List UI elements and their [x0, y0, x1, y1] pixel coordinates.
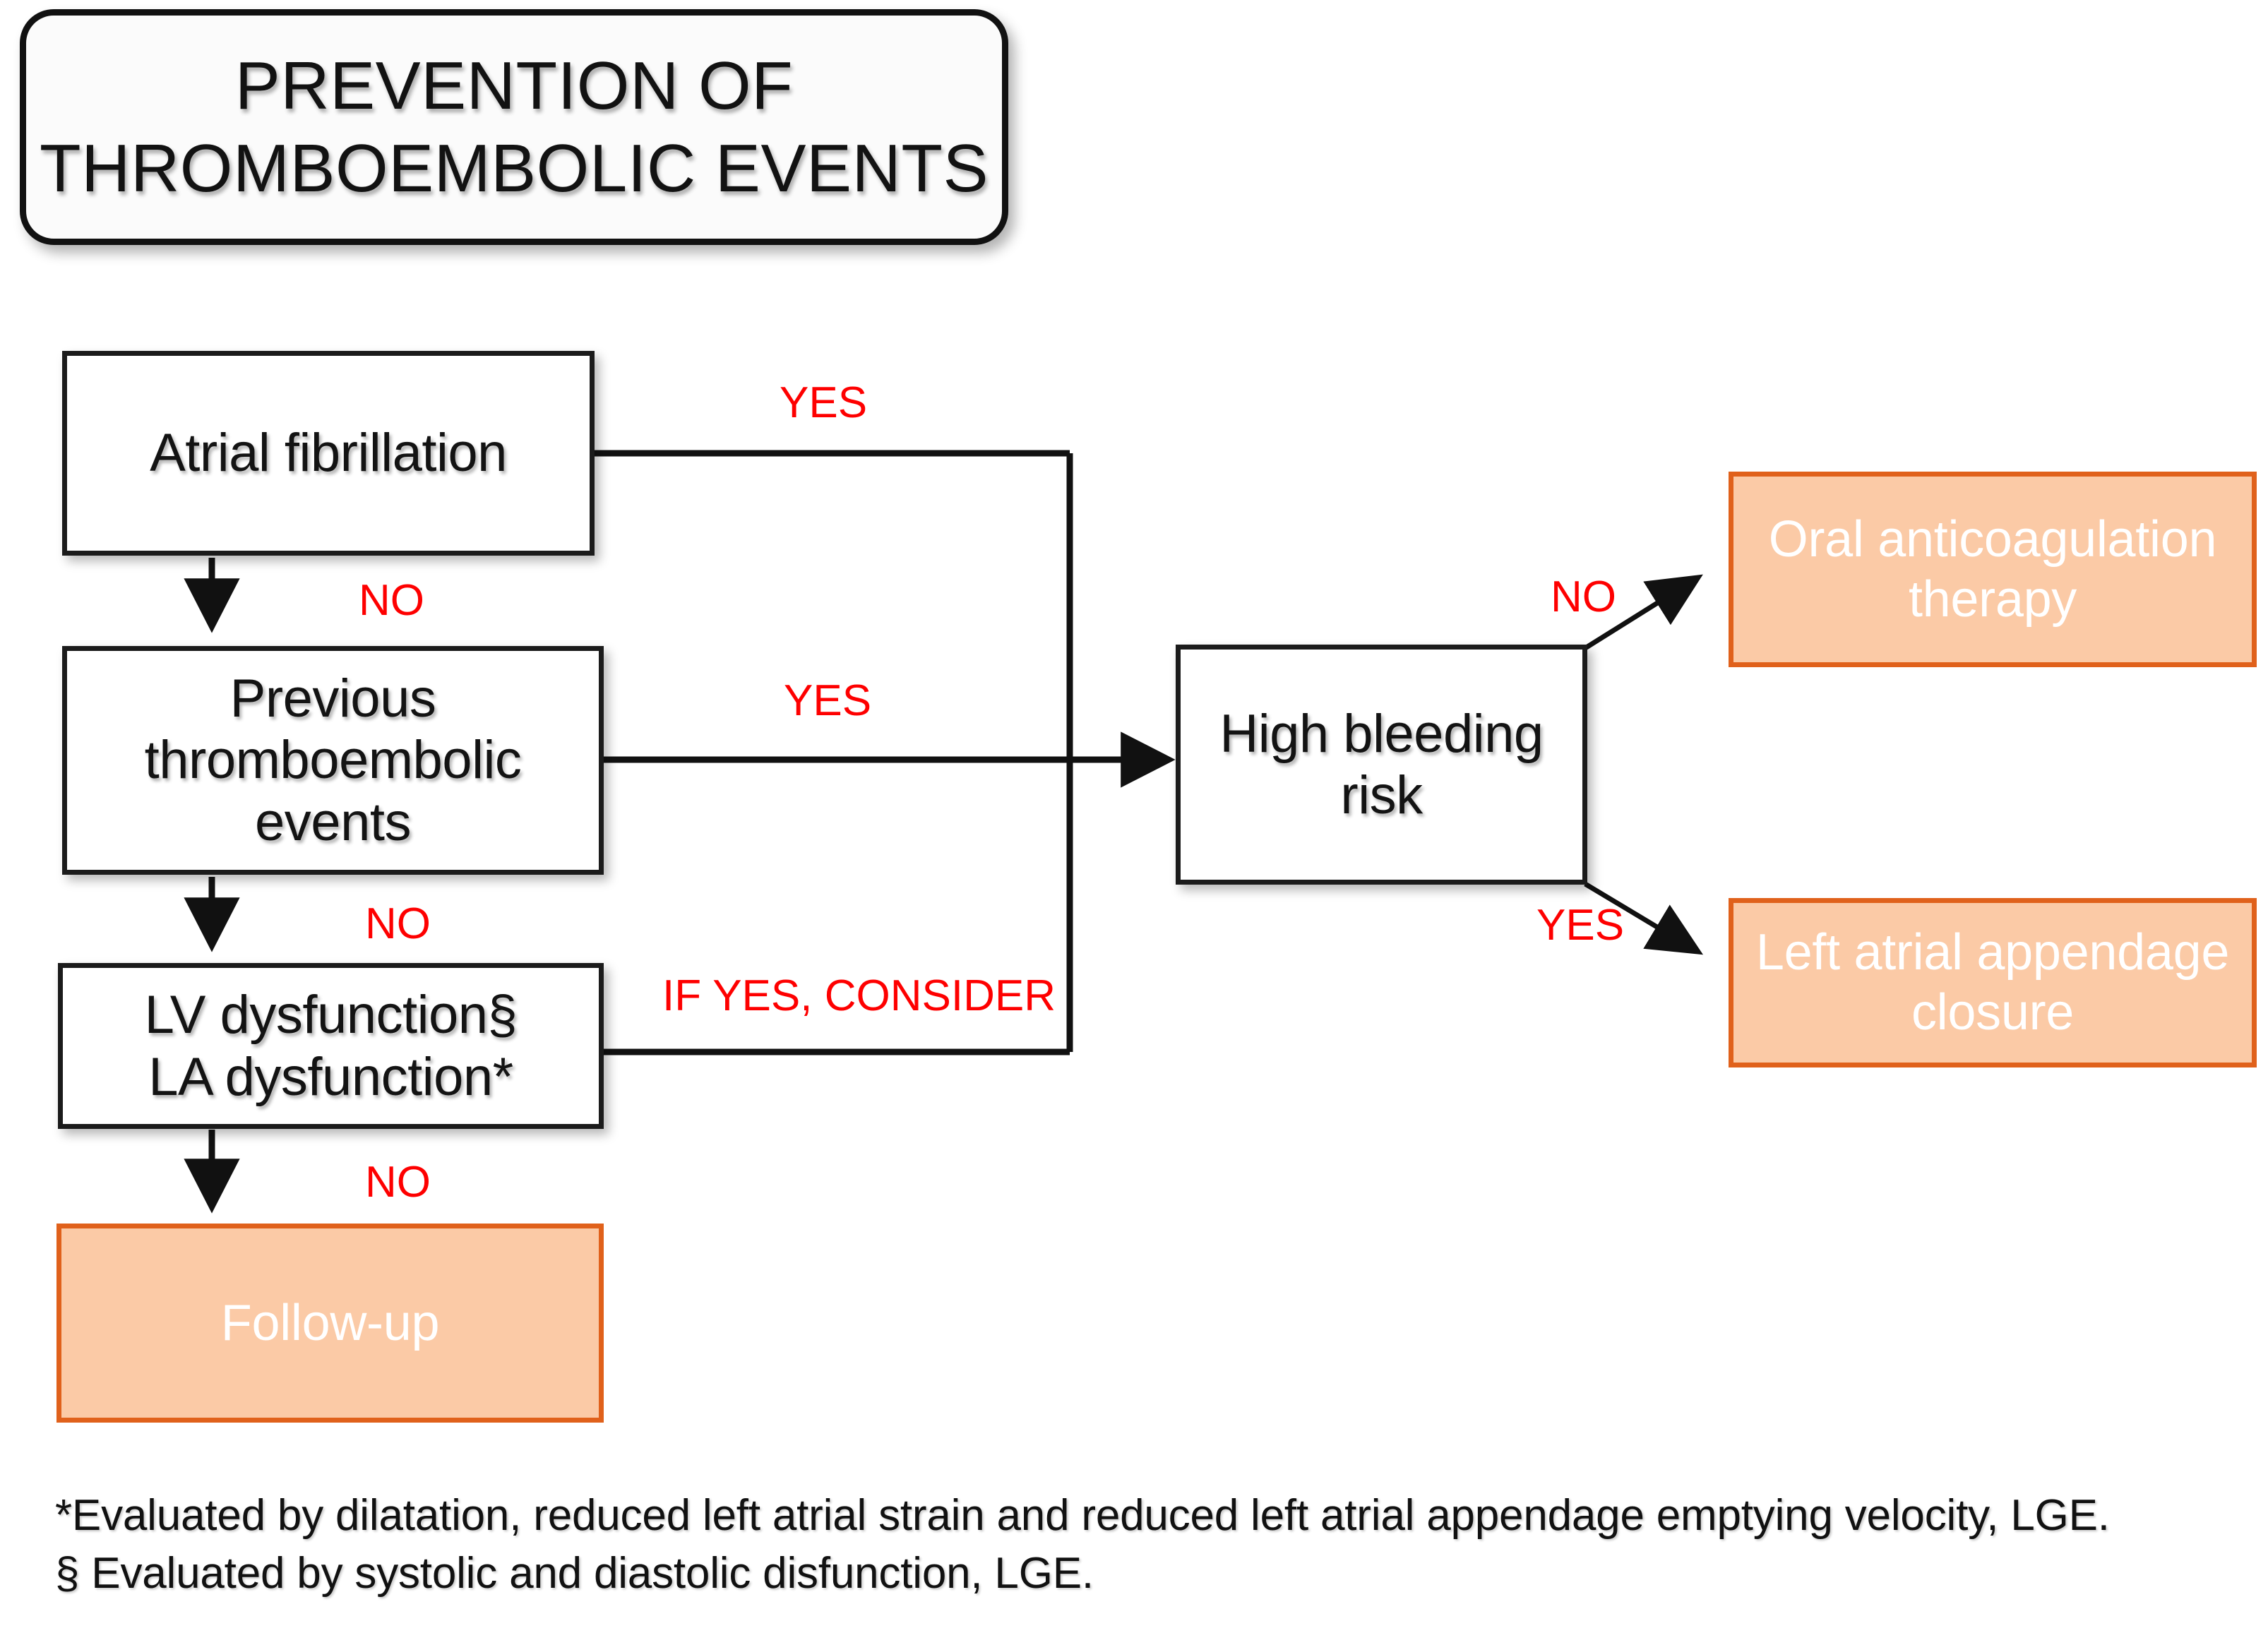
node-previous-thromboembolic-events-label: Previous thromboembolic events — [144, 668, 522, 852]
edge-label-dys-no: NO — [365, 1158, 431, 1207]
diagram-title-box: PREVENTION OF THROMBOEMBOLIC EVENTS — [20, 9, 1008, 245]
footnotes: *Evaluated by dilatation, reduced left a… — [55, 1487, 2216, 1603]
node-atrial-fibrillation[interactable]: Atrial fibrillation — [62, 351, 595, 556]
node-high-bleeding-risk-label: High bleeding risk — [1219, 703, 1544, 825]
node-follow-up[interactable]: Follow-up — [56, 1224, 604, 1423]
node-high-bleeding-risk[interactable]: High bleeding risk — [1176, 645, 1587, 885]
node-oral-anticoagulation-therapy-label: Oral anticoagulation therapy — [1768, 510, 2217, 628]
connector-bleed-no — [1584, 574, 1703, 650]
edge-label-bleed-yes: YES — [1536, 901, 1625, 950]
node-oral-anticoagulation-therapy[interactable]: Oral anticoagulation therapy — [1729, 472, 2257, 667]
footnote-section-sign: § Evaluated by systolic and diastolic di… — [55, 1549, 1094, 1598]
edge-label-dys-if-yes-consider: IF YES, CONSIDER — [662, 971, 1056, 1020]
edge-label-af-no: NO — [359, 576, 424, 625]
node-previous-thromboembolic-events[interactable]: Previous thromboembolic events — [62, 646, 604, 875]
node-lv-la-dysfunction[interactable]: LV dysfunction§ LA dysfunction* — [58, 963, 604, 1129]
footnote-asterisk: *Evaluated by dilatation, reduced left a… — [55, 1491, 2110, 1540]
page-title: PREVENTION OF THROMBOEMBOLIC EVENTS — [40, 47, 989, 206]
edge-label-af-yes: YES — [780, 378, 868, 427]
edge-label-pte-no: NO — [365, 899, 431, 948]
node-left-atrial-appendage-closure-label: Left atrial appendage closure — [1755, 924, 2230, 1041]
connector-bleed-yes — [1584, 881, 1704, 955]
node-atrial-fibrillation-label: Atrial fibrillation — [150, 423, 507, 484]
node-follow-up-label: Follow-up — [220, 1294, 440, 1351]
node-left-atrial-appendage-closure[interactable]: Left atrial appendage closure — [1729, 898, 2257, 1067]
node-lv-la-dysfunction-label: LV dysfunction§ LA dysfunction* — [144, 985, 518, 1107]
edge-label-bleed-no: NO — [1551, 573, 1616, 621]
edge-label-pte-yes: YES — [784, 676, 872, 725]
